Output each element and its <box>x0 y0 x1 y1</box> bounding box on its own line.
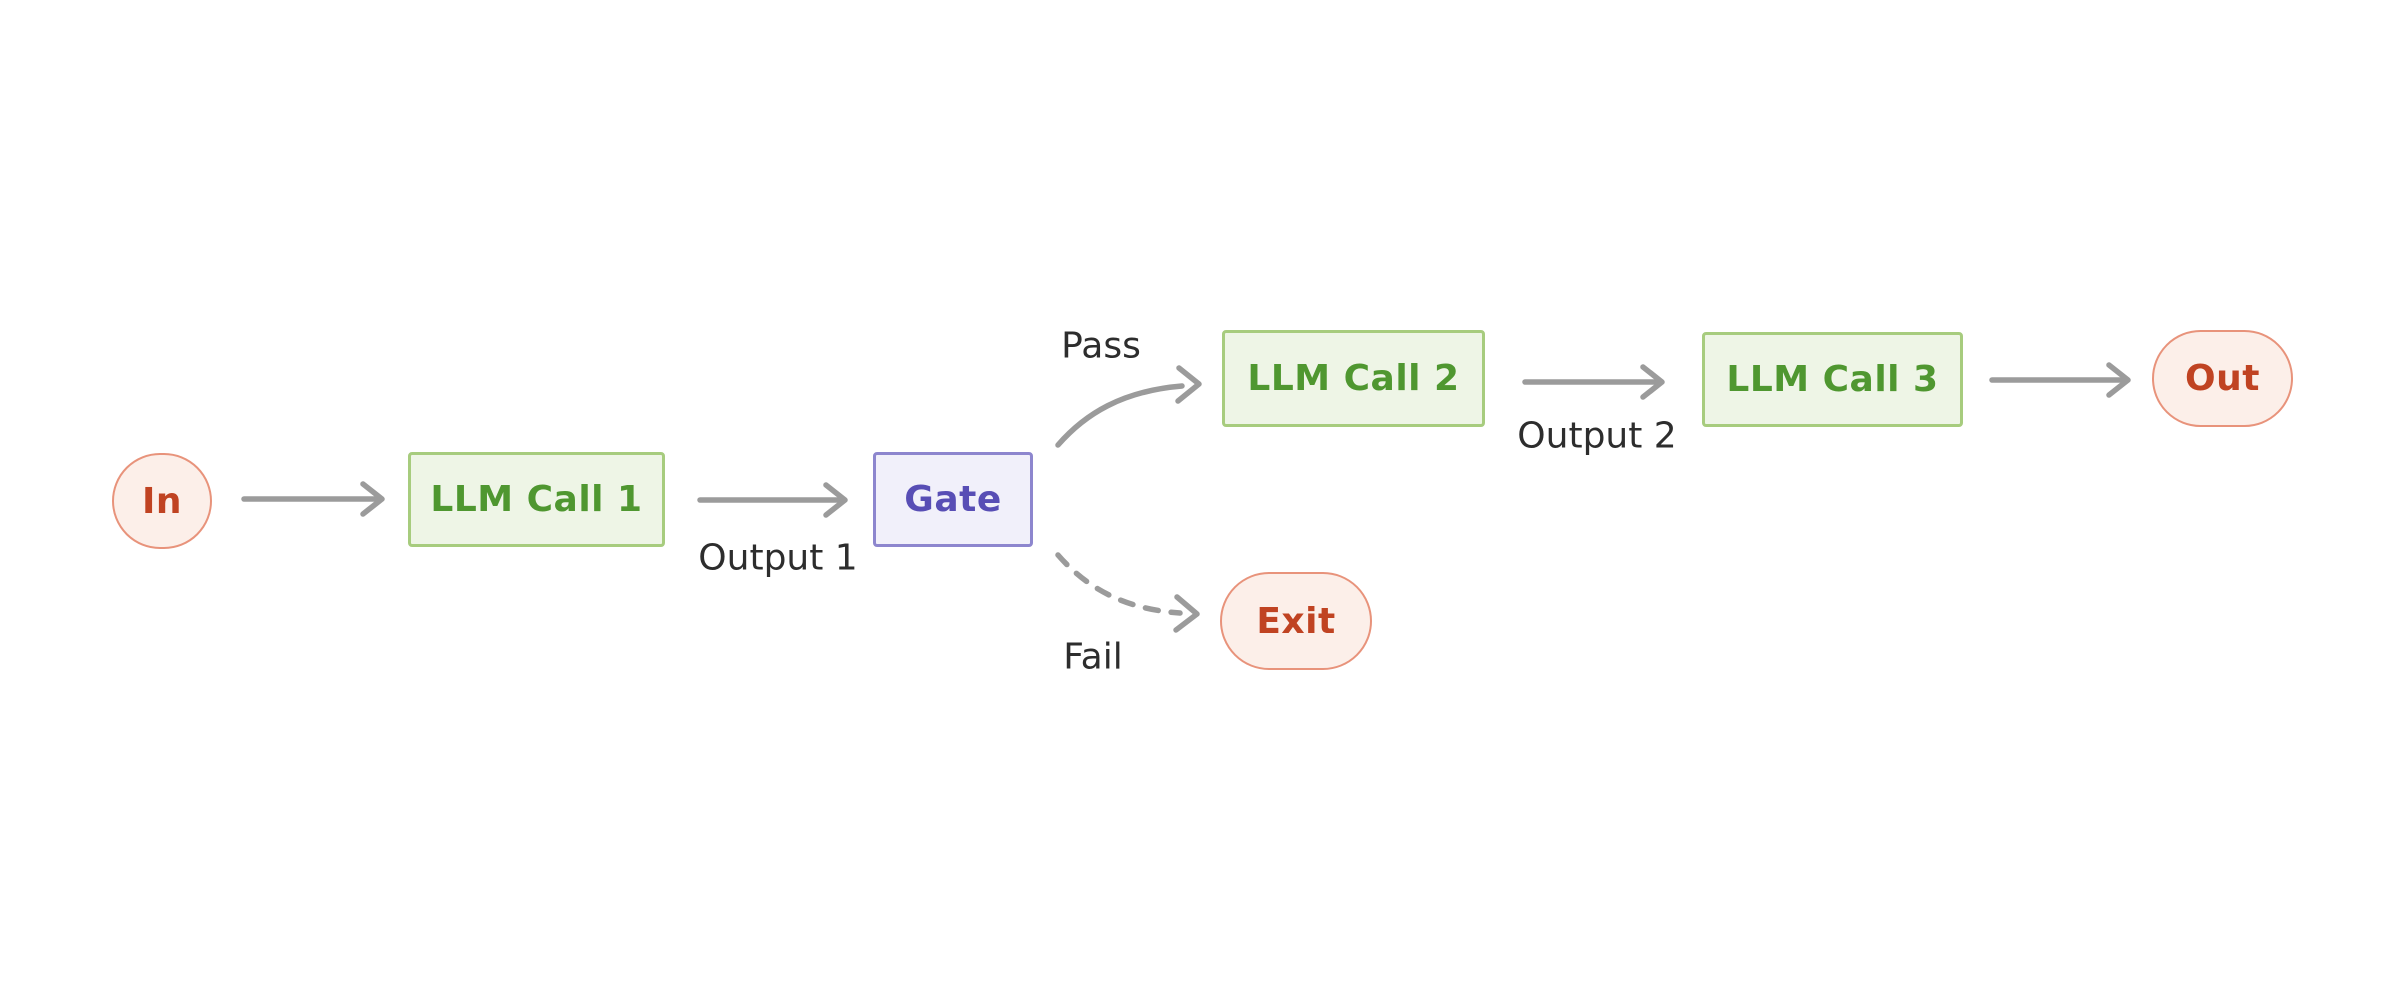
node-llm-call-3: LLM Call 3 <box>1702 332 1963 427</box>
edge-label-pass: Pass <box>1061 325 1141 367</box>
edge-label-output-1: Output 1 <box>698 537 858 579</box>
edge-llm2-llm3 <box>1522 364 1665 400</box>
edge-in-llm1 <box>241 481 385 517</box>
edge-label-output-2: Output 2 <box>1517 415 1677 457</box>
node-gate: Gate <box>873 452 1033 547</box>
edge-llm3-out <box>1989 362 2131 398</box>
edge-label-fail: Fail <box>1063 636 1123 678</box>
node-llm-call-1: LLM Call 1 <box>408 452 665 547</box>
edge-gate-llm2 <box>1055 365 1202 448</box>
edge-llm1-gate <box>697 482 848 518</box>
node-in: In <box>112 453 212 549</box>
node-out: Out <box>2152 330 2293 427</box>
edge-gate-exit <box>1055 552 1200 633</box>
node-llm-call-2: LLM Call 2 <box>1222 330 1485 427</box>
node-exit: Exit <box>1220 572 1372 670</box>
